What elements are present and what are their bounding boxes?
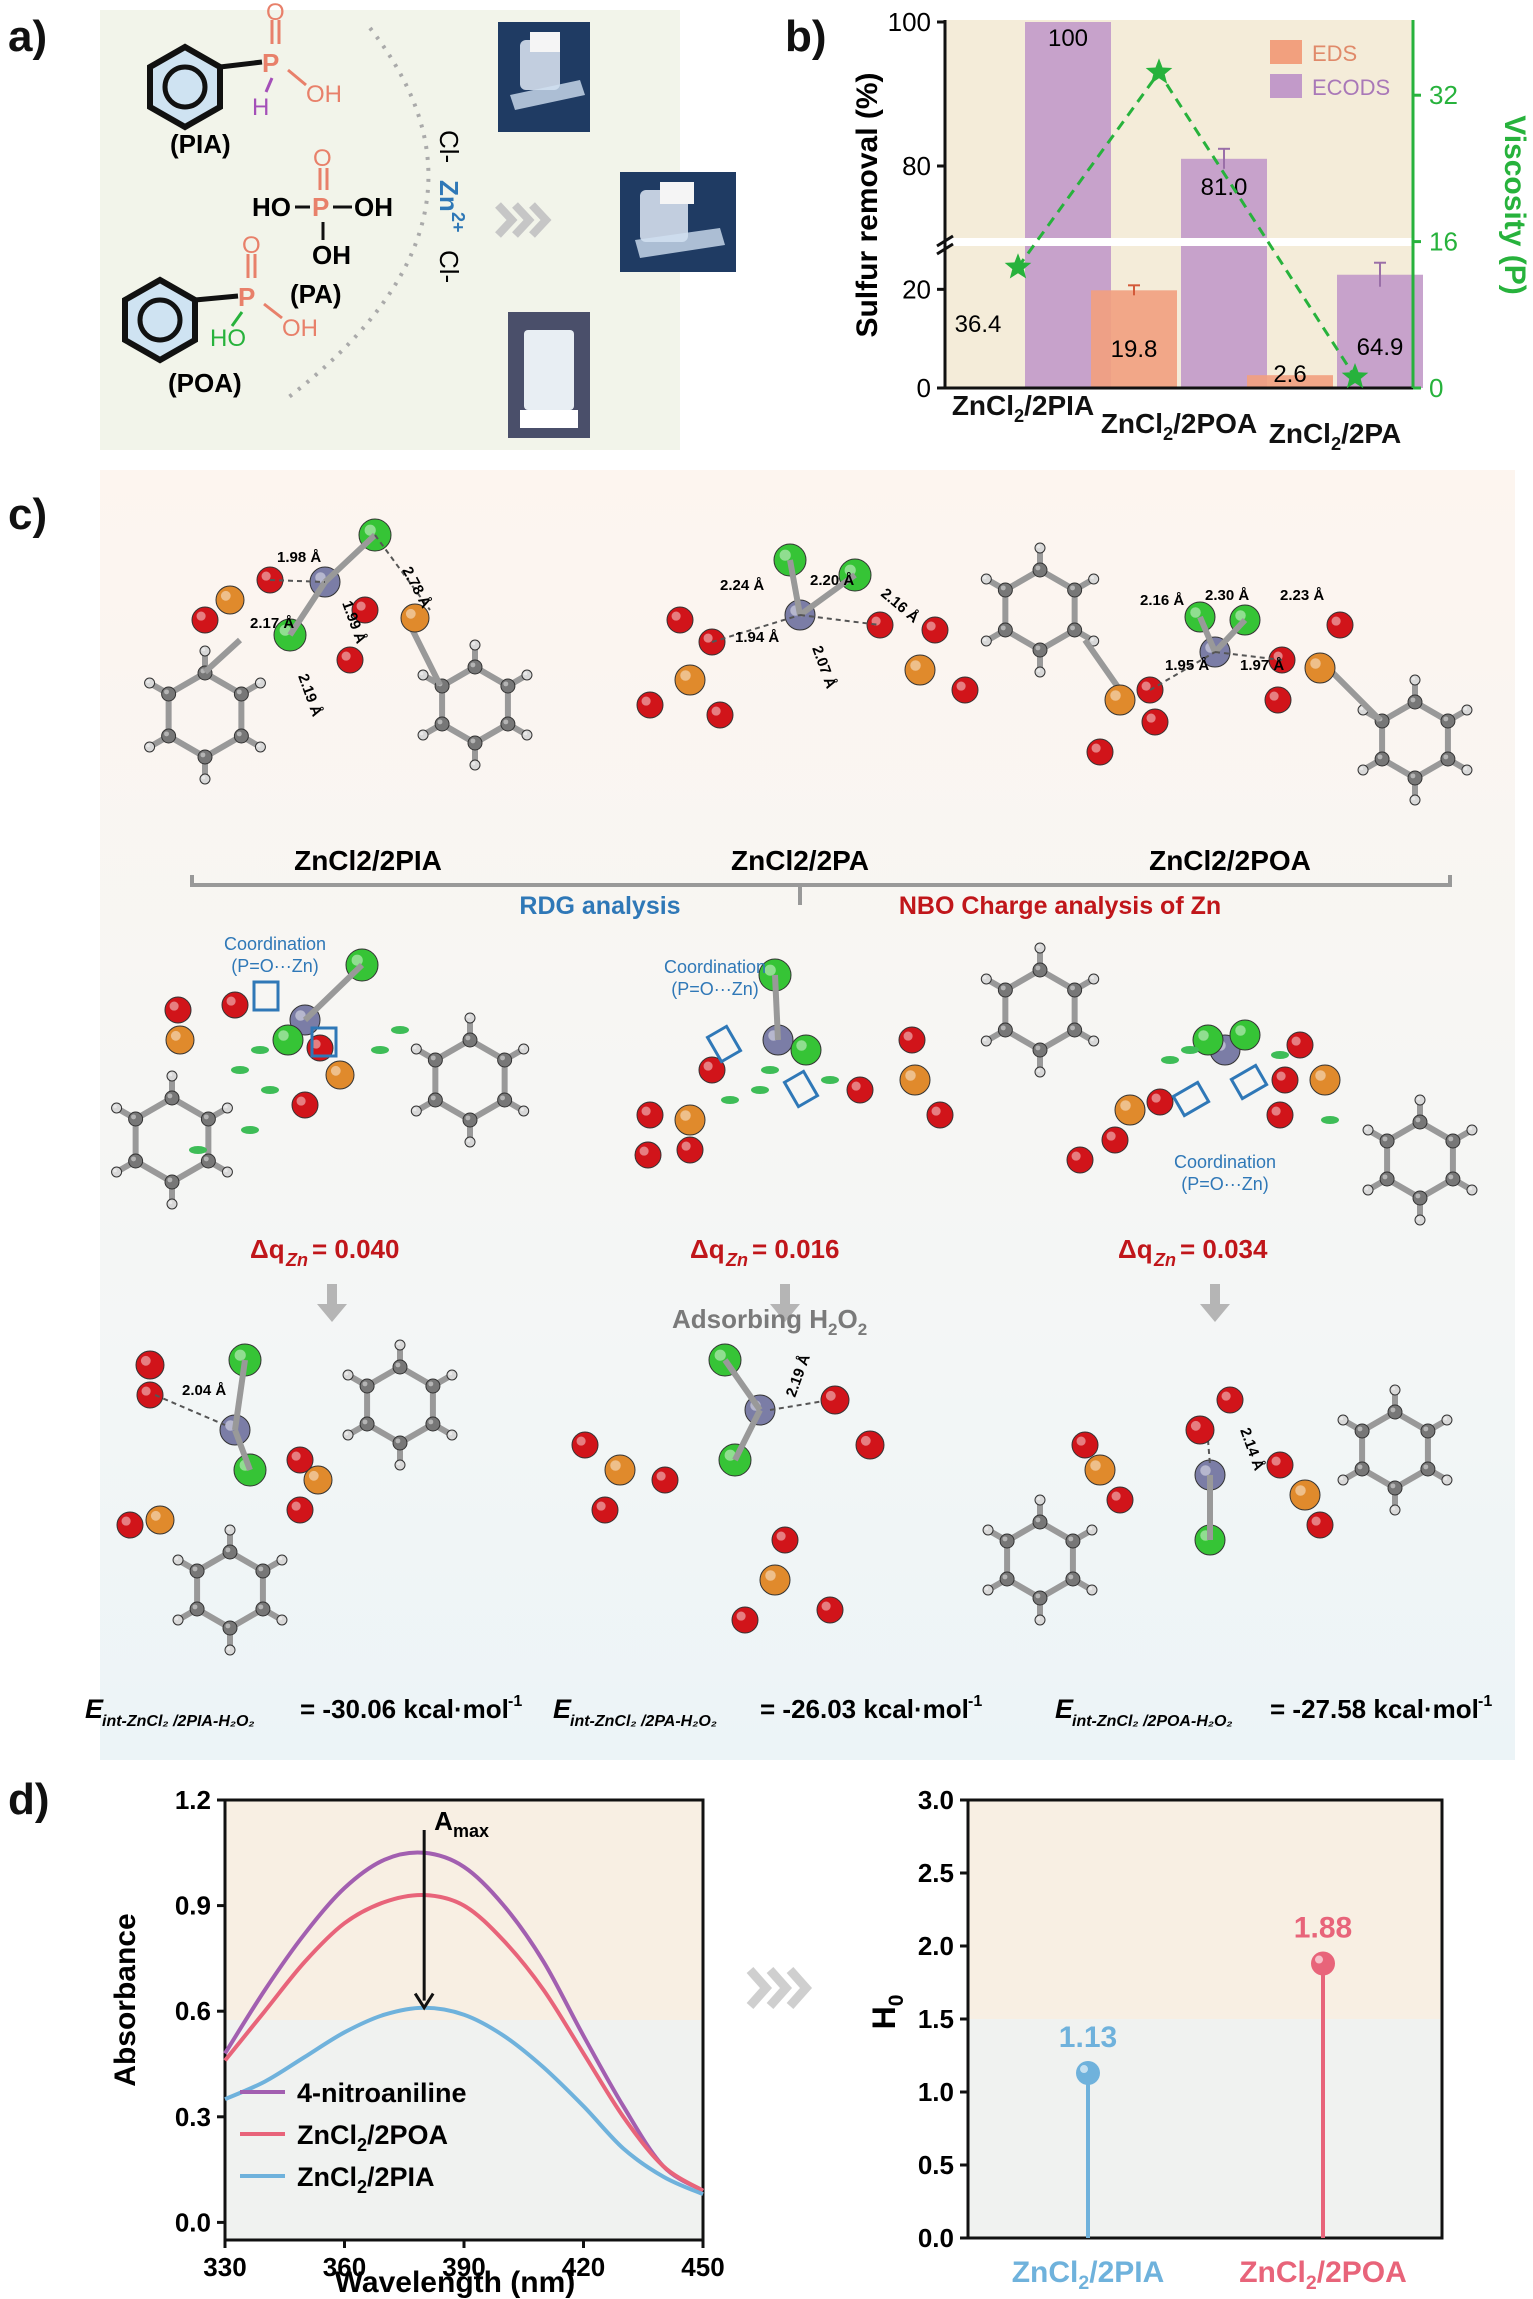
panel-a-label: a) [8, 12, 48, 61]
label-ecods-2: 64.9 [1357, 334, 1404, 361]
chevrons-d-icon [746, 1967, 813, 2009]
viscosity-star-2 [1341, 363, 1369, 389]
d1-amax-label: Amax [434, 1806, 489, 1841]
d2-y-tick-6: 3.0 [918, 1785, 954, 1815]
d1-legend-label-0: 4-nitroaniline [297, 2078, 467, 2108]
panel-c-background [100, 470, 1515, 1760]
d1-plot-area-lower [225, 2020, 703, 2240]
label-ecods-1: 81.0 [1201, 174, 1248, 201]
label-eds-1: 19.8 [1111, 336, 1158, 363]
label-eds-0: 36.4 [955, 311, 1002, 338]
bar-ecods-1 [1181, 158, 1267, 388]
b-x-tick-1: ZnCl2/2POA [1101, 408, 1257, 444]
viscosity-star-0 [1004, 253, 1032, 279]
d2-x-tick-1: ZnCl2/2POA [1239, 2256, 1407, 2294]
d1-line-1 [223, 1892, 705, 2193]
d1-x-tick-4: 450 [681, 2252, 724, 2282]
d2-value-label-1: 1.88 [1294, 1912, 1352, 1945]
d2-plot-area [968, 1800, 1442, 2238]
d1-x-tick-1: 360 [323, 2252, 366, 2282]
d2-marker-1 [1311, 1951, 1335, 1976]
b-y-tick-0: 0 [917, 373, 931, 403]
d2-marker-shine-1 [1315, 1955, 1323, 1964]
d1-x-tick-2: 390 [442, 2252, 485, 2282]
d1-line-0 [223, 1850, 705, 2193]
d2-marker-0 [1076, 2061, 1100, 2086]
d2-value-label-0: 1.13 [1059, 2021, 1117, 2054]
legend-ecods-swatch [1270, 74, 1302, 98]
bar-eds-1 [1091, 290, 1177, 388]
b-x-tick-0: ZnCl2/2PIA [952, 390, 1094, 426]
d1-y-tick-3: 0.9 [175, 1891, 211, 1921]
d2-y-tick-0: 0.0 [918, 2223, 954, 2253]
d1-x-axis-label: Wavelength (nm) [335, 2266, 576, 2299]
viscosity-star-1 [1145, 58, 1173, 84]
d2-marker-shine-0 [1080, 2065, 1088, 2074]
bar-eds-2 [1247, 375, 1333, 388]
b-y-axis-label: Sulfur removal (%) [851, 72, 884, 337]
d2-x-tick-0: ZnCl2/2PIA [1012, 2256, 1165, 2294]
legend-eds-label: EDS [1312, 41, 1357, 66]
d2-y-tick-2: 1.0 [918, 2077, 954, 2107]
d1-legend-label-1: ZnCl2/2POA [297, 2120, 448, 2155]
b-y-tick-1: 20 [902, 274, 931, 304]
b-yr-tick-1: 16 [1429, 227, 1458, 257]
d1-x-tick-0: 330 [203, 2252, 246, 2282]
d1-y-tick-2: 0.6 [175, 1996, 211, 2026]
b-x-tick-2: ZnCl2/2PA [1269, 418, 1402, 454]
label-eds-2: 2.6 [1273, 361, 1306, 388]
label-ecods-0: 100 [1048, 25, 1088, 52]
d2-y-axis-label: H0 [866, 1995, 908, 2030]
d1-y-tick-0: 0.0 [175, 2207, 211, 2237]
legend-eds-swatch [1270, 40, 1302, 64]
d2-plot-area-lower [968, 2019, 1442, 2238]
d2-y-tick-4: 2.0 [918, 1931, 954, 1961]
d1-x-tick-3: 420 [562, 2252, 605, 2282]
d1-y-axis-label: Absorbance [109, 1913, 142, 2086]
axis-break-band [945, 238, 1413, 246]
d1-y-tick-1: 0.3 [175, 2102, 211, 2132]
bar-ecods-2 [1337, 274, 1423, 388]
d1-line-2 [224, 2005, 704, 2197]
b-plot-area [945, 20, 1413, 388]
d2-y-tick-3: 1.5 [918, 2004, 954, 2034]
legend-ecods-label: ECODS [1312, 75, 1390, 100]
b-yr-tick-2: 32 [1429, 80, 1458, 110]
b-y-tick-2: 80 [902, 151, 931, 181]
b-y-axis-right-label: Viscosity (P) [1498, 115, 1531, 295]
panel-c-label: c) [8, 490, 48, 539]
axis-break-mark-2 [936, 242, 954, 256]
d1-frame [223, 1798, 705, 2242]
d1-legend-label-2: ZnCl2/2PIA [297, 2162, 435, 2197]
panel-b-label: b) [785, 12, 827, 61]
d2-frame [966, 1798, 1444, 2240]
panel-d-label: d) [8, 1775, 50, 1824]
d1-plot-area [225, 1800, 703, 2240]
d1-y-tick-4: 1.2 [175, 1785, 211, 1815]
axis-break-mark-1 [936, 234, 954, 248]
d1-amax-arrowhead-icon [413, 1992, 435, 2011]
b-y-tick-3: 100 [888, 7, 931, 37]
d2-y-tick-5: 2.5 [918, 1858, 954, 1888]
d2-y-tick-1: 0.5 [918, 2150, 954, 2180]
b-yr-tick-0: 0 [1429, 373, 1443, 403]
